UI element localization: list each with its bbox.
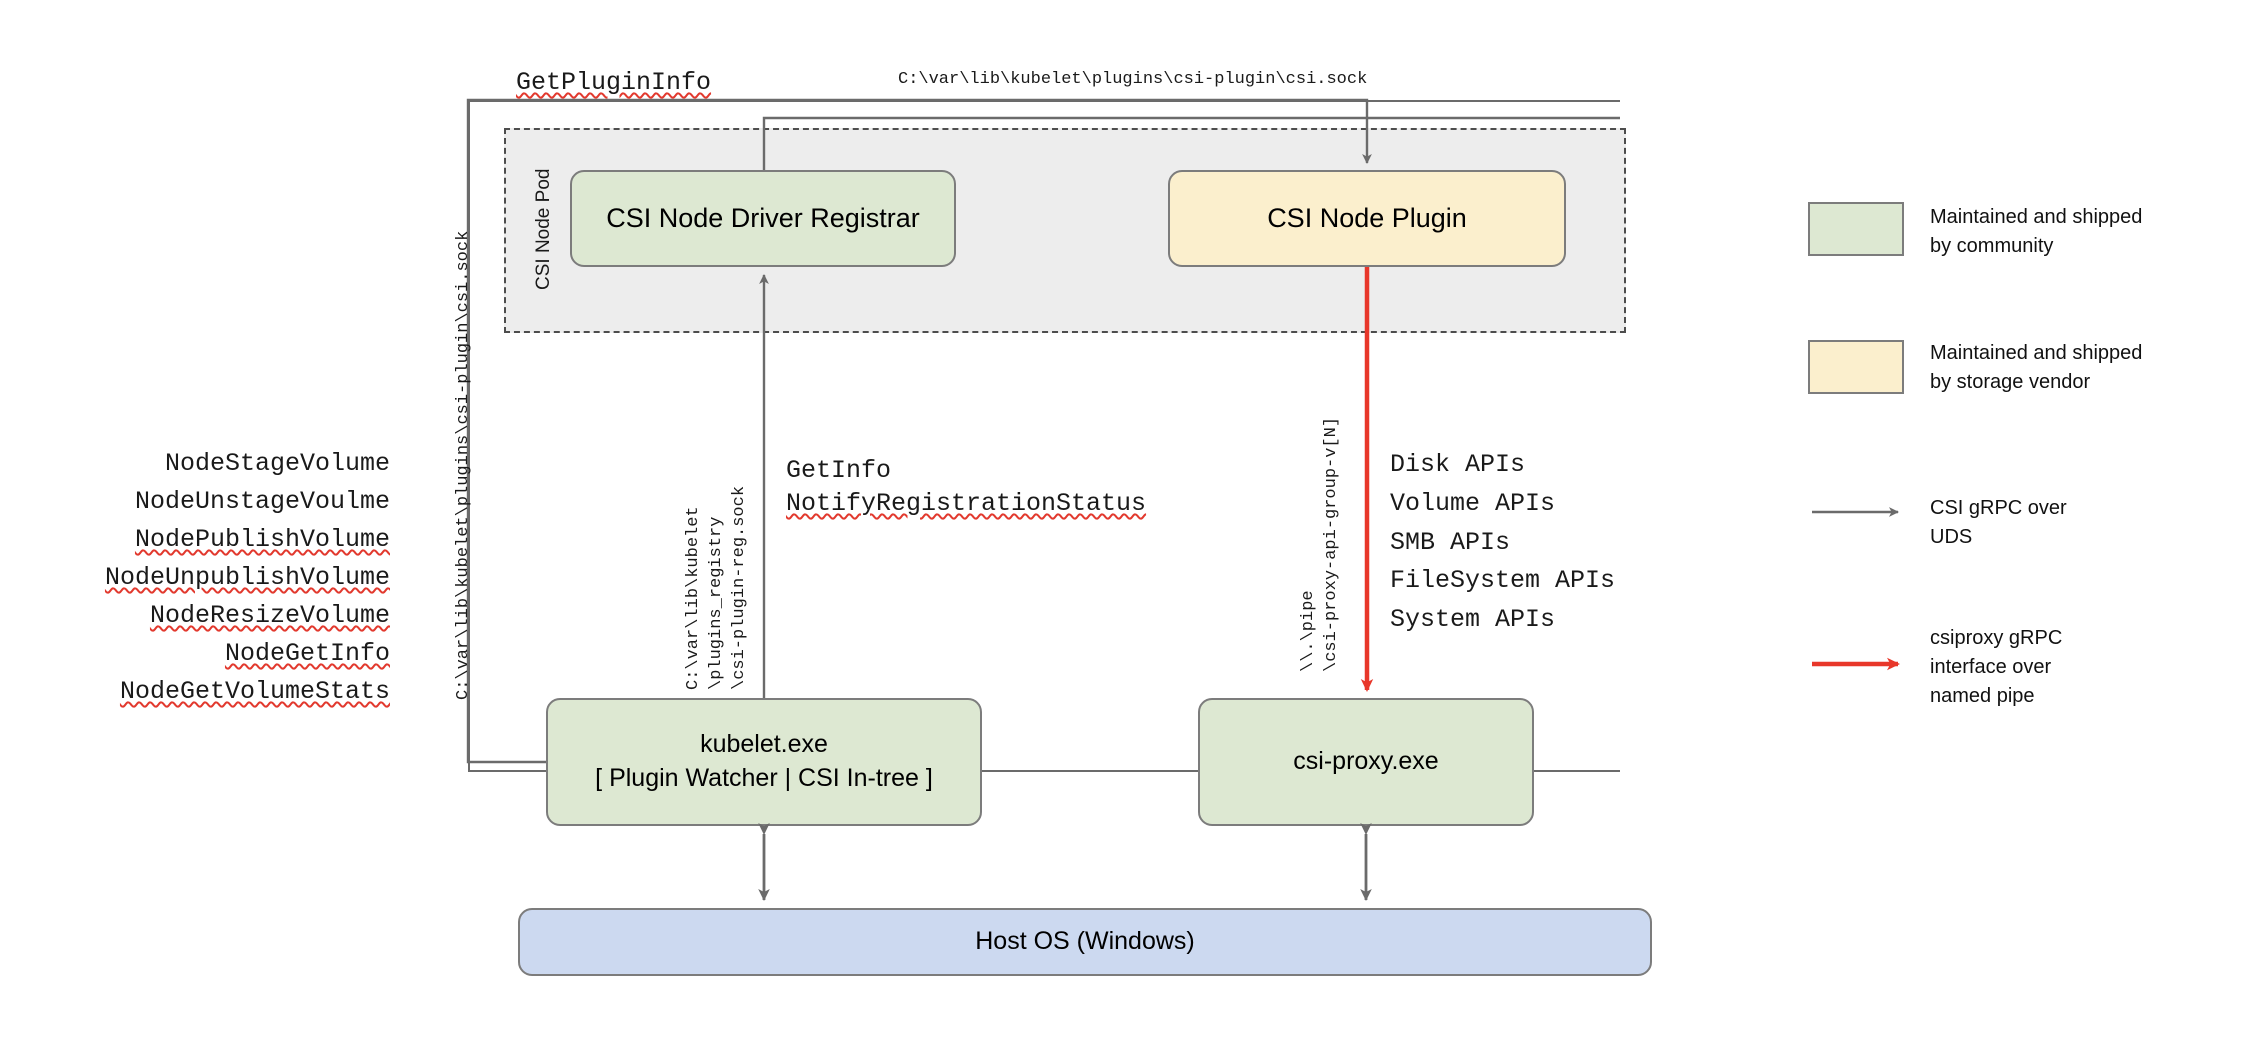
legend-swatch-community: [1808, 202, 1904, 256]
csi-sock-path-vertical-label: C:\var\lib\kubelet\plugins\csi-plugin\cs…: [454, 230, 473, 700]
csi-sock-path-top-label: C:\var\lib\kubelet\plugins\csi-plugin\cs…: [898, 70, 1368, 89]
registrar-call-get-info: GetInfo: [786, 456, 892, 485]
legend-swatch-vendor: [1808, 340, 1904, 394]
registrar-call-notify-registration-status: NotifyRegistrationStatus: [786, 489, 1147, 518]
legend-label-csiproxy: csiproxy gRPC interface over named pipe: [1930, 627, 2063, 707]
named-pipe-label-line2: \csi-proxy-api-group-v[N]: [1322, 416, 1341, 672]
registry-sock-path-line1: C:\var\lib\kubelet: [684, 506, 703, 690]
csi-node-driver-registrar-label: CSI Node Driver Registrar: [606, 203, 920, 234]
kubelet-exe-label: kubelet.exe: [700, 730, 828, 759]
csi-proxy-api-item: System APIs: [1390, 605, 1556, 634]
csi-node-service-call-item: NodePublishVolume: [134, 525, 390, 554]
csi-node-service-call-item: NodeGetVolumeStats: [119, 677, 390, 706]
legend-label-uds: CSI gRPC over UDS: [1930, 497, 2067, 548]
node-host-os[interactable]: Host OS (Windows): [518, 908, 1652, 976]
kubelet-exe-subtitle: [ Plugin Watcher | CSI In-tree ]: [595, 764, 933, 792]
named-pipe-label-line1: \\.\pipe: [1299, 590, 1318, 672]
legend-label-community: Maintained and shipped by community: [1930, 206, 2143, 257]
csi-node-service-call-item: NodeGetInfo: [224, 639, 390, 668]
csi-node-service-call-item: NodeResizeVolume: [149, 601, 390, 630]
registry-sock-path-line2: \plugins_registry: [707, 516, 726, 690]
get-plugin-info-label: GetPluginInfo: [516, 68, 712, 97]
legend-label-vendor: Maintained and shipped by storage vendor: [1930, 342, 2143, 393]
node-kubelet-exe[interactable]: kubelet.exe [ Plugin Watcher | CSI In-tr…: [546, 698, 982, 826]
csi-proxy-exe-label: csi-proxy.exe: [1293, 747, 1439, 776]
csi-proxy-api-item: SMB APIs: [1390, 527, 1511, 557]
csi-proxy-api-item: Disk APIs: [1390, 450, 1526, 479]
registry-sock-path-line3: \csi-plugin-reg.sock: [730, 485, 749, 690]
csi-node-service-call-item: NodeStageVolume: [164, 449, 390, 478]
csi-proxy-api-item: Volume APIs: [1390, 488, 1556, 518]
csi-node-service-call-item: NodeUnpublishVolume: [104, 563, 390, 592]
node-csi-node-driver-registrar[interactable]: CSI Node Driver Registrar: [570, 170, 956, 267]
csi-node-pod-label: CSI Node Pod: [533, 168, 554, 290]
csi-proxy-api-item: FileSystem APIs: [1390, 566, 1616, 596]
node-csi-proxy-exe[interactable]: csi-proxy.exe: [1198, 698, 1534, 826]
node-csi-node-plugin[interactable]: CSI Node Plugin: [1168, 170, 1566, 267]
csi-node-service-call-item: NodeUnstageVoulme: [134, 487, 390, 516]
csi-node-plugin-label: CSI Node Plugin: [1267, 203, 1467, 234]
host-os-label: Host OS (Windows): [975, 927, 1195, 956]
